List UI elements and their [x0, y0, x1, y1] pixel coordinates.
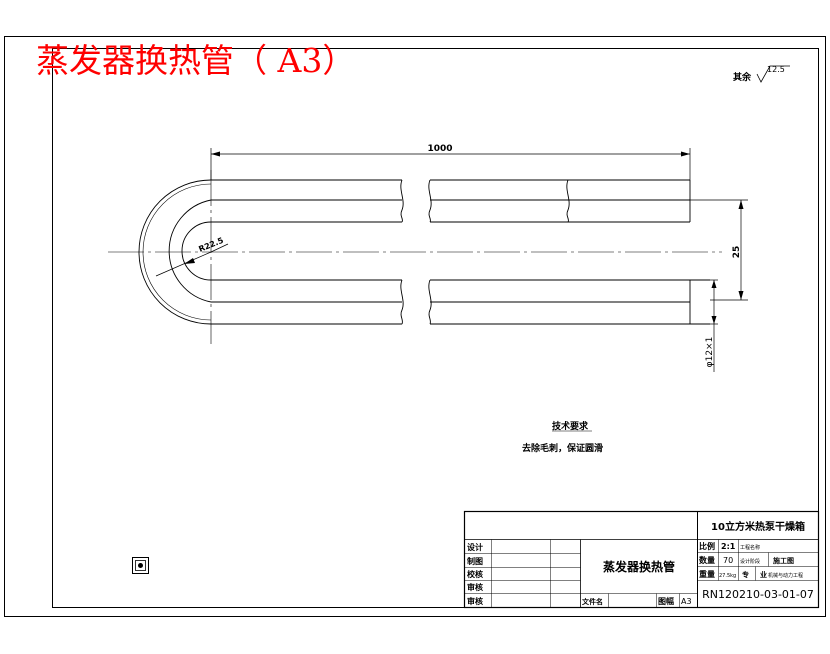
tube-dimension: [710, 279, 718, 372]
stamp-icon: [132, 557, 149, 574]
row-label-approve: 审核: [467, 596, 483, 606]
weight-value: 27.5kg: [719, 573, 736, 579]
roughness-prefix: 其余: [733, 71, 752, 83]
cell-project-label: 工程名称: [740, 544, 760, 551]
scale-label: 比例: [699, 541, 715, 551]
tech-requirements-heading: 技术要求: [552, 420, 589, 432]
project-name: 10立方米热泵干燥箱: [711, 520, 805, 533]
tech-requirements-text: 去除毛刺，保证圆滑: [522, 442, 603, 454]
outer-border: [4, 36, 826, 617]
inner-border: [52, 48, 819, 608]
tube-value: φ12×1: [705, 337, 715, 368]
cell-stage-label: 设计阶段: [740, 558, 760, 565]
qty-value: 70: [723, 556, 733, 565]
row-label-review: 审核: [467, 582, 483, 592]
roughness-value: 12.5: [767, 65, 785, 74]
title-block: [463, 510, 820, 609]
cell-major-a: 专: [742, 570, 749, 579]
part-name: 蒸发器换热管: [603, 559, 675, 574]
cell-major-b: 业: [760, 570, 767, 579]
length-value: 1000: [427, 144, 452, 154]
row-label-drafting: 制图: [467, 556, 483, 566]
qty-label: 数量: [699, 555, 715, 565]
row-label-check: 校核: [467, 569, 483, 579]
radius-leader: [155, 243, 229, 277]
sheet-label: 图幅: [658, 596, 674, 606]
drawing-number: RN120210-03-01-07: [702, 588, 814, 601]
drawing-title: 蒸发器换热管（ A3）: [36, 41, 355, 80]
roughness-symbol: [756, 65, 790, 83]
spacing-dimension: [690, 199, 748, 301]
weight-label: 重量: [699, 569, 715, 579]
bend-outer-ring: [142, 183, 212, 321]
file-label: 文件名: [582, 597, 603, 606]
spacing-value: 25: [732, 246, 742, 259]
row-label-design: 设计: [467, 542, 483, 552]
cell-stage-value: 施工图: [773, 556, 794, 565]
roughness-note: 其余 12.5: [733, 65, 790, 83]
length-dimension: [210, 148, 691, 180]
sheet-size: A3: [681, 597, 692, 606]
scale-value: 2:1: [721, 542, 736, 551]
u-tube: [138, 179, 710, 325]
cell-major-value: 机械与动力工程: [768, 572, 803, 579]
